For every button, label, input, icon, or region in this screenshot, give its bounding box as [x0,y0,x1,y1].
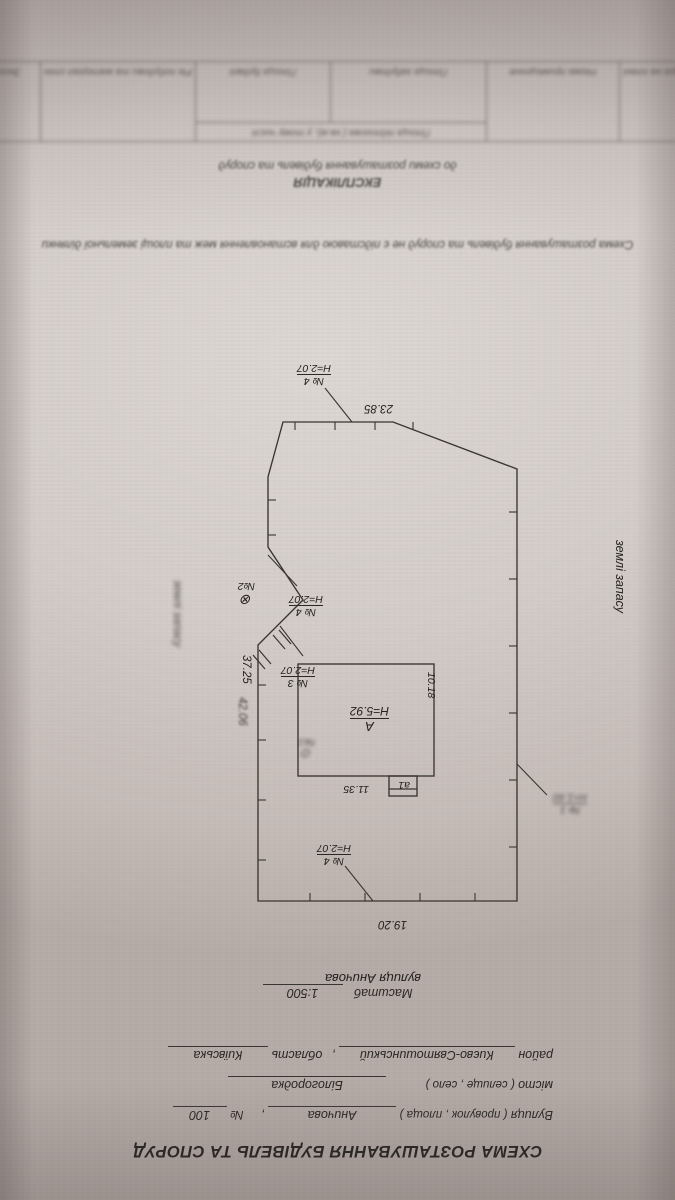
fence-north-number: № 4 [316,854,351,867]
fence-leaders [267,387,548,902]
leader-fence-south [324,387,353,423]
dim-west: 42.06 [236,697,248,726]
fence-south-number: № 4 [296,374,331,387]
side-marker-label: № 1 H=1.60 [552,791,587,816]
leader-fence-north [344,865,374,902]
fence-south-height: H=2.07 [296,362,331,374]
fence-south-label: № 4 H=2.07 [296,362,331,387]
th-area-group: Площа підлогова ( кв.м), у тому числі [195,123,487,142]
fence-northeast-number: № 3 [280,676,315,689]
side-marker-number: № 1 [552,803,587,816]
th-building-area: Площа будівлі [195,62,331,123]
th-built-area: Площа забудови [330,62,487,123]
plot-boundary [257,421,518,902]
th-wear: Знос, % [0,62,41,142]
boundary-ticks [258,422,517,901]
table-span-row: Літера на плані Назва приміщення Площа п… [0,62,675,142]
building-height: H=5.92 [349,704,389,718]
leader-fence-northeast [279,625,304,657]
annex-label: а1 [398,779,410,791]
explication-title: ЕКСПЛІКАЦІЯ [293,175,382,190]
fence-east-number: № 4 [288,605,323,618]
reserve-land-label-right: землі запасу [613,540,627,614]
point-1-marker: ⊙ №1 [297,736,315,761]
point-2-glyph: ⊗ [240,592,253,608]
explication-subtitle: до схеми розташування будівель та споруд [218,159,457,171]
leader-fence-east [267,554,298,587]
fence-east-height: H=2.07 [288,593,323,605]
th-letter: Літера на плані [619,62,675,142]
fence-east-label: № 4 H=2.07 [288,593,323,618]
building-depth-dim: 10.18 [425,672,437,699]
explication-table: Літера на плані Назва приміщення Площа п… [0,62,675,143]
reserve-land-label-left: землі запасу [171,580,183,648]
fence-north-height: H=2.07 [316,842,351,854]
side-marker-height: H=1.60 [552,791,587,803]
building-width-dim: 11.35 [343,783,370,795]
leader-side-marker [516,763,548,796]
th-room: Назва приміщення [486,62,620,142]
building-label: А H=5.92 [349,704,389,734]
fence-north-label: № 4 H=2.07 [316,842,351,867]
building-outline [297,663,435,777]
point-1-glyph: ⊙ [300,746,312,761]
gate-hatch-marks [252,629,292,670]
disclaimer-note: Схема розташування будівель та споруд не… [41,238,634,250]
building-letter: А [349,718,389,734]
street-name-label: вулиця Аничова [324,971,421,986]
th-year-material: Рік побудови та матеріал стін [40,62,196,142]
dim-east: 37.25 [240,655,252,684]
point-2-label: №2 [237,580,255,592]
fence-northeast-label: № 3 H=2.07 [280,664,315,689]
point-2-marker: ⊗ №2 [237,580,255,608]
annex-outline [388,775,418,797]
dim-north: 19.20 [378,918,407,930]
fence-northeast-height: H=2.07 [280,664,315,676]
dim-south: 23.85 [364,402,393,414]
point-1-label: №1 [297,736,315,748]
